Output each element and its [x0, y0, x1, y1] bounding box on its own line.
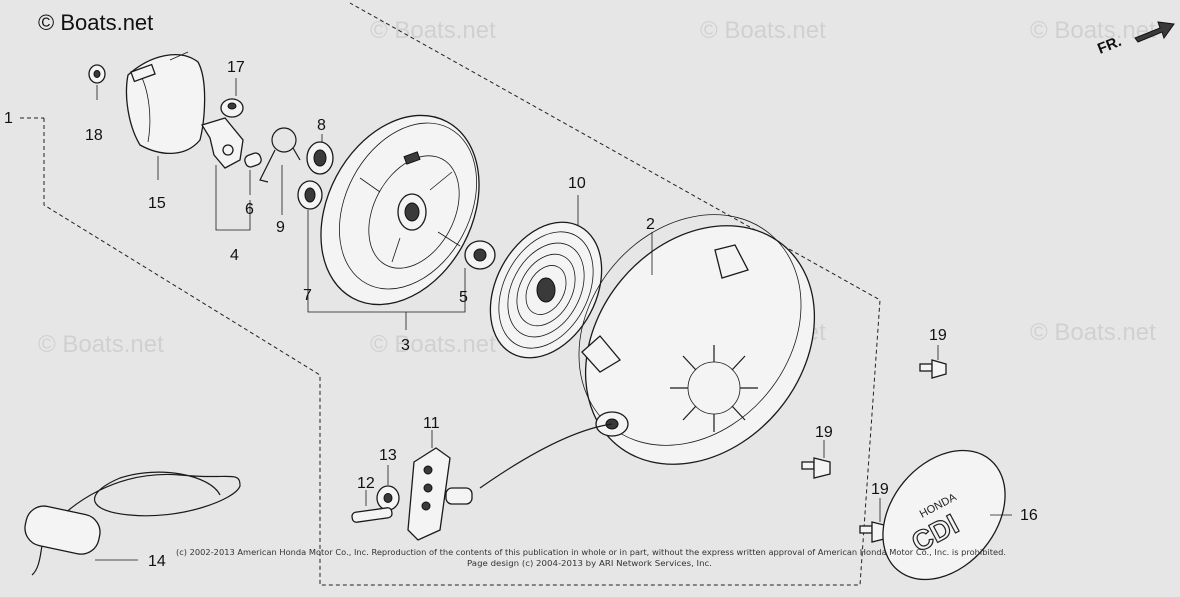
part-friction-plate [306, 141, 334, 175]
part-starter-rope-assembly [24, 471, 241, 576]
watermark: © Boats.net [700, 17, 826, 44]
callout-18: 18 [85, 127, 103, 144]
callout-4: 4 [230, 247, 239, 264]
callout-1: 1 [4, 110, 13, 127]
part-return-spring [259, 127, 301, 183]
watermark: © Boats.net [38, 331, 164, 358]
callout-6: 6 [245, 201, 254, 218]
callout-19: 19 [815, 424, 833, 441]
watermark-main: © Boats.net [38, 10, 153, 35]
watermark: © Boats.net [1030, 319, 1156, 346]
part-washer [297, 180, 323, 210]
part-ratchet [201, 117, 244, 169]
callout-9: 9 [276, 219, 285, 236]
callout-11: 11 [423, 415, 440, 432]
callout-19: 19 [929, 327, 947, 344]
callout-8: 8 [317, 117, 326, 134]
leader-line [307, 210, 466, 313]
callout-2: 2 [646, 216, 655, 233]
watermark: © Boats.net [370, 331, 496, 358]
assembly-boundary [43, 2, 881, 586]
part-collar [220, 98, 244, 118]
callout-3: 3 [401, 337, 410, 354]
callout-17: 17 [227, 59, 245, 76]
callout-19: 19 [871, 481, 889, 498]
part-pin [244, 152, 262, 168]
part-recoil-spring [489, 221, 603, 359]
copyright-notice: (c) 2002-2013 American Honda Motor Co., … [176, 548, 1006, 557]
page-design-notice: Page design (c) 2004-2013 by ARI Network… [467, 559, 712, 568]
callout-12: 12 [357, 475, 375, 492]
part-ratchet-cover [125, 51, 206, 155]
callout-16: 16 [1020, 507, 1038, 524]
part-rope-end [351, 507, 393, 523]
watermark: © Boats.net [370, 17, 496, 44]
part-nut [88, 64, 106, 84]
callout-10: 10 [568, 175, 586, 192]
part-flange-bolt [919, 359, 947, 379]
part-grip-knob [376, 485, 400, 511]
part-reel-collar [464, 240, 496, 270]
callout-5: 5 [459, 289, 468, 306]
part-flange-bolt [801, 457, 831, 479]
callout-14: 14 [148, 553, 166, 570]
callout-7: 7 [303, 287, 312, 304]
callout-13: 13 [379, 447, 397, 464]
callout-15: 15 [148, 195, 166, 212]
part-cdi-cover: HONDA CDI [882, 449, 1006, 581]
part-recoil-reel [320, 114, 480, 306]
part-starter-case [578, 214, 816, 465]
part-starter-rope [479, 423, 613, 489]
watermark: © Boats.net [1030, 17, 1156, 44]
front-arrow-icon [1134, 21, 1175, 43]
part-starter-grip [407, 447, 473, 541]
leader-line [215, 165, 251, 231]
